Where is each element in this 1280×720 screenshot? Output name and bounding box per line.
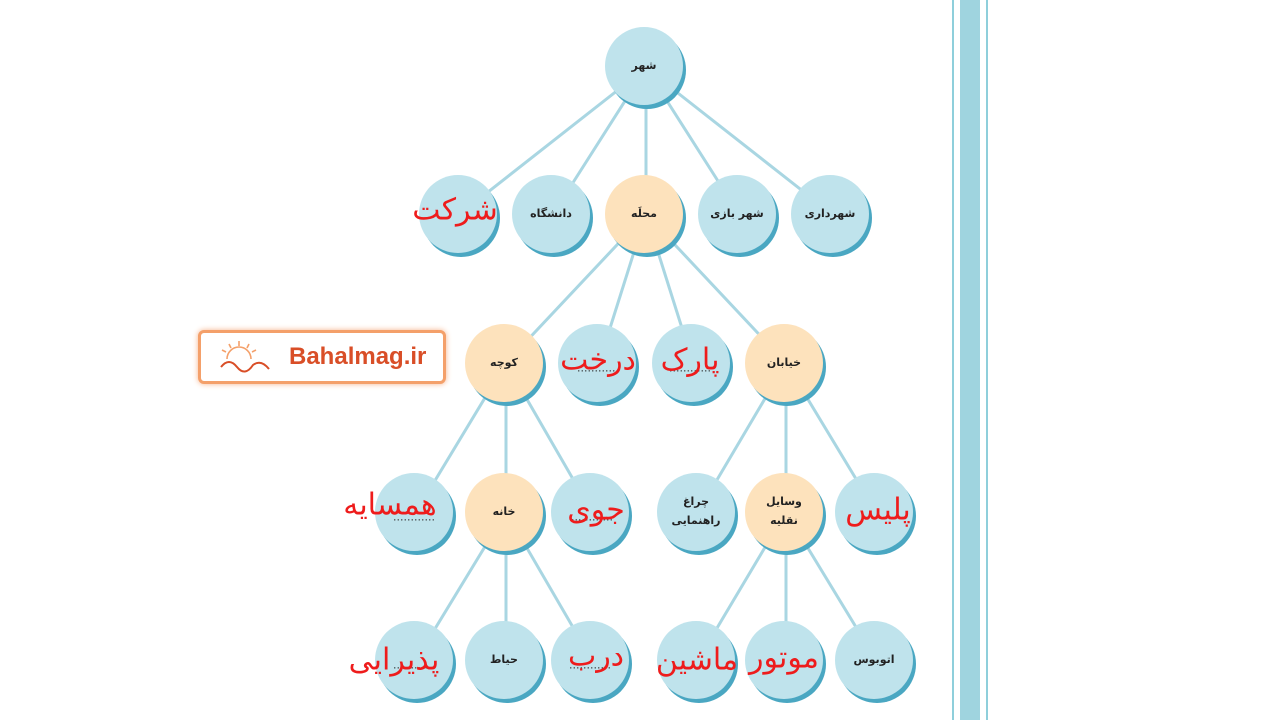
node-traffic-light: چراغ راهنمایی bbox=[657, 473, 735, 551]
blank-dots-tree: ............ bbox=[577, 361, 619, 375]
blank-dots-park: ............ bbox=[669, 361, 711, 375]
answer-neighbor: همسایه bbox=[343, 487, 437, 523]
node-stream bbox=[551, 473, 629, 551]
node-neighborhood: محلَه bbox=[605, 175, 683, 253]
node-playground: شهر بازی bbox=[698, 175, 776, 253]
blank-dots-stream: ............ bbox=[571, 510, 613, 524]
node-company bbox=[419, 175, 497, 253]
answer-stream: جوی bbox=[567, 492, 625, 528]
node-label-university: دانشگاه bbox=[530, 206, 572, 220]
node-street: خیابان bbox=[745, 324, 823, 402]
node-reception bbox=[375, 621, 453, 699]
answer-police: پلیس bbox=[845, 492, 911, 528]
node-door bbox=[551, 621, 629, 699]
node-label-municipality: شهرداری bbox=[804, 206, 856, 220]
node-university: دانشگاه bbox=[512, 175, 590, 253]
answer-tree: درخت bbox=[560, 342, 636, 378]
node-label-vehicles: وسایل نقلیه bbox=[766, 493, 802, 530]
answer-car: ماشین bbox=[655, 642, 739, 678]
node-motorcycle bbox=[745, 621, 823, 699]
blank-dots-door: ............ bbox=[569, 658, 611, 672]
node-tree bbox=[558, 324, 636, 402]
node-yard: حیاط bbox=[465, 621, 543, 699]
node-city: شهر bbox=[605, 27, 683, 105]
node-bus: اتوبوس bbox=[835, 621, 913, 699]
node-vehicles: وسایل نقلیه bbox=[745, 473, 823, 551]
node-label-city: شهر bbox=[631, 58, 657, 72]
node-label-traffic-line1: چراغ bbox=[682, 495, 710, 509]
node-police bbox=[835, 473, 913, 551]
node-label-vehicles-line2: نقلیه bbox=[770, 514, 798, 527]
node-park bbox=[652, 324, 730, 402]
node-label-bus: اتوبوس bbox=[853, 652, 895, 666]
blank-dots-neighbor: ............ bbox=[393, 510, 435, 524]
node-label-yard: حیاط bbox=[490, 652, 518, 666]
node-label-traffic-line2: راهنمایی bbox=[671, 514, 721, 527]
answer-company: شرکت bbox=[412, 192, 498, 228]
node-label-neighborhood: محلَه bbox=[631, 206, 657, 220]
node-label-vehicles-line1: وسایل bbox=[766, 495, 802, 509]
node-house: خانه bbox=[465, 473, 543, 551]
answer-park: پارک bbox=[660, 342, 720, 378]
answer-reception: پذیرایی bbox=[348, 642, 440, 678]
node-alley: کوچه bbox=[465, 324, 543, 402]
watermark-badge: Bahalmag.ir bbox=[198, 330, 446, 384]
answer-door: درب bbox=[567, 638, 625, 674]
node-neighbor bbox=[375, 473, 453, 551]
watermark-text: Bahalmag.ir bbox=[289, 343, 427, 370]
node-label-playground: شهر بازی bbox=[710, 206, 764, 220]
blank-dots-reception: ............ bbox=[393, 658, 435, 672]
node-label-alley: کوچه bbox=[490, 355, 518, 369]
node-car bbox=[657, 621, 735, 699]
node-label-street: خیابان bbox=[766, 355, 802, 369]
node-municipality: شهرداری bbox=[791, 175, 869, 253]
decorative-side-bar-fill bbox=[960, 0, 980, 720]
sun-logo-icon bbox=[220, 341, 270, 373]
answer-motorcycle: موتور bbox=[749, 640, 819, 676]
node-label-traffic-light: چراغ راهنمایی bbox=[672, 493, 721, 530]
node-label-house: خانه bbox=[492, 504, 516, 518]
